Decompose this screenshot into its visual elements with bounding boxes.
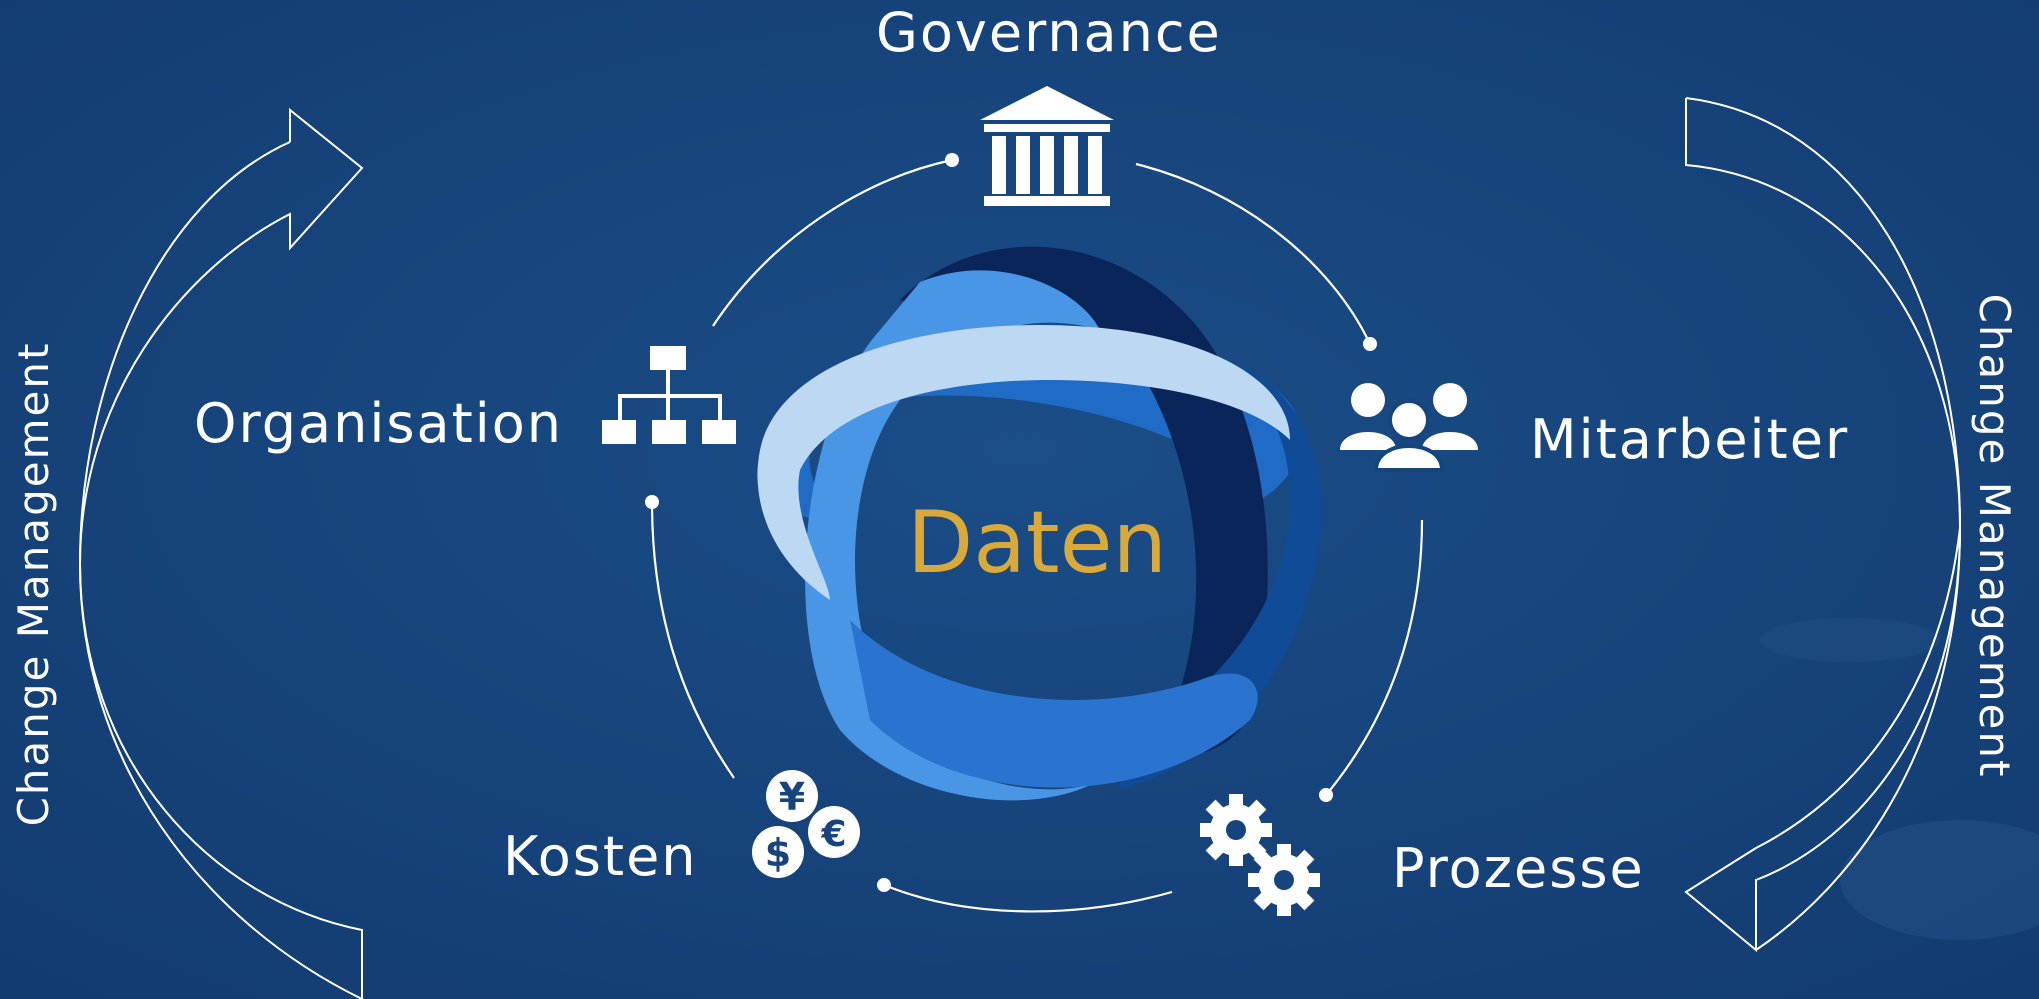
ring-light — [757, 325, 1290, 600]
left-cycle-arrow — [78, 107, 364, 999]
gears-icon — [1200, 794, 1320, 916]
node-label-prozesse: Prozesse — [1392, 837, 1645, 900]
arc-organisation-governance — [712, 158, 953, 327]
arc-governance-mitarbeiter — [1135, 162, 1371, 345]
node-label-mitarbeiter: Mitarbeiter — [1530, 408, 1850, 471]
change-management-right-label: Change Management — [1970, 293, 2019, 779]
org-chart-icon — [602, 346, 736, 444]
center-rings — [756, 246, 1322, 801]
svg-text:€: € — [820, 814, 846, 855]
node-label-organisation: Organisation — [194, 392, 564, 455]
arc-mitarbeiter-prozesse — [1325, 519, 1424, 796]
connector-arcs — [645, 153, 1424, 913]
svg-text:¥: ¥ — [779, 775, 805, 819]
bank-building-icon — [980, 86, 1114, 206]
arc-prozesse-kosten — [883, 883, 1173, 913]
arc-dot — [945, 153, 959, 167]
arc-dot — [645, 495, 659, 509]
right-cycle-arrow — [1684, 97, 1962, 953]
arc-dot — [1363, 337, 1377, 351]
arc-kosten-organisation — [650, 501, 735, 779]
change-management-left-label: Change Management — [9, 341, 58, 827]
arc-dot — [877, 878, 891, 892]
currency-coins-icon: ¥ $ € — [752, 770, 860, 878]
background-cloud — [1840, 820, 2039, 940]
background-cloud — [1760, 618, 1940, 662]
people-group-icon — [1340, 383, 1478, 472]
svg-text:$: $ — [765, 831, 791, 875]
ring-blue-lower — [850, 620, 1258, 788]
center-label-daten: Daten — [906, 493, 1168, 593]
node-label-governance: Governance — [876, 1, 1222, 64]
node-label-kosten: Kosten — [503, 825, 698, 888]
arc-dot — [1319, 788, 1333, 802]
